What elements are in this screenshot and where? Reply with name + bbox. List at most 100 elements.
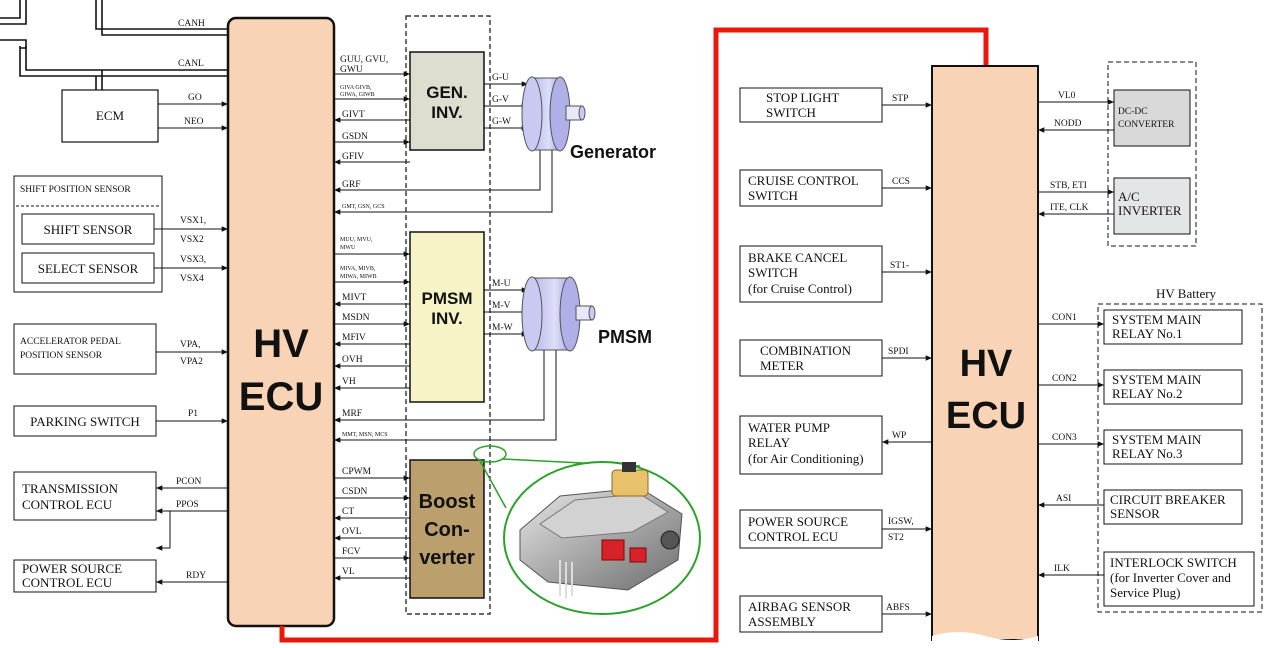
ac-line2: INVERTER xyxy=(1118,203,1182,218)
psecu-left-line2: CONTROL ECU xyxy=(22,575,113,590)
ac-line1: A/C xyxy=(1118,189,1140,204)
st2-label: ST2 xyxy=(888,533,904,543)
right-diagram: HV ECU STOP LIGHT SWITCH STP CRUISE CONT… xyxy=(739,61,1263,644)
m-u-label: M-U xyxy=(492,279,511,289)
g-w-label: G-W xyxy=(492,117,511,127)
vl-label: VL xyxy=(342,567,355,577)
shift-sensor-box xyxy=(21,213,155,245)
dcdc-line1: DC-DC xyxy=(1118,107,1148,117)
combination-meter-box xyxy=(739,339,883,377)
igsw-label: IGSW, xyxy=(888,517,914,527)
smr3-line1: SYSTEM MAIN xyxy=(1112,432,1202,447)
rdy-label: RDY xyxy=(186,571,206,581)
transmission-line1: TRANSMISSION xyxy=(22,481,119,496)
csdn-label: CSDN xyxy=(342,487,367,497)
mmt-label: MMT, MSN, MCS xyxy=(342,432,388,438)
interlock-switch-box xyxy=(1103,551,1255,607)
guu-line1: GUU, GVU, xyxy=(340,55,388,65)
select-sensor-label: SELECT SENSOR xyxy=(38,261,139,276)
vpa2-label: VPA2 xyxy=(180,357,203,367)
ecm-box xyxy=(61,89,159,143)
pmsm-motor xyxy=(484,276,596,352)
msdn-label: MSDN xyxy=(342,313,370,323)
ac-inverter-box xyxy=(1113,177,1191,235)
m-v-label: M-V xyxy=(492,301,511,311)
stp-label: STP xyxy=(892,94,908,104)
canh-label: CANH xyxy=(178,19,205,29)
nodd-label: NODD xyxy=(1054,119,1082,129)
ppos-label: PPOS xyxy=(176,500,199,510)
asi-label: ASI xyxy=(1056,494,1071,504)
smr3-line2: RELAY No.3 xyxy=(1112,446,1183,461)
abfs-label: ABFS xyxy=(886,603,910,613)
ilk-label: ILK xyxy=(1054,564,1070,574)
ccs-label: CCS xyxy=(892,177,910,187)
interlock-line1: INTERLOCK SWITCH xyxy=(1110,555,1237,570)
smr1-box xyxy=(1103,309,1243,345)
pmsm-label: PMSM xyxy=(598,327,652,347)
gen-inv-line1: GEN. xyxy=(426,83,468,102)
wp-label: WP xyxy=(892,431,906,441)
accelerator-line1: ACCELERATOR PEDAL xyxy=(20,337,121,347)
transmission-ecu-box xyxy=(13,471,157,521)
p1-label: P1 xyxy=(188,409,198,419)
select-sensor-box xyxy=(21,252,155,284)
con1-label: CON1 xyxy=(1052,313,1077,323)
can-bus xyxy=(0,0,230,90)
mfiv-label: MFIV xyxy=(342,333,366,343)
circuit-breaker-box xyxy=(1103,489,1243,525)
accelerator-line2: POSITION SENSOR xyxy=(20,351,103,361)
smr2-line1: SYSTEM MAIN xyxy=(1112,372,1202,387)
spdi-label: SPDI xyxy=(888,347,909,357)
gsdn-label: GSDN xyxy=(342,132,368,142)
converter-group-outline xyxy=(1107,61,1197,247)
g-u-label: G-U xyxy=(492,73,509,83)
cruise-line1: CRUISE CONTROL xyxy=(748,173,859,188)
pump-line1: WATER PUMP xyxy=(748,420,830,435)
dcdc-line2: CONVERTER xyxy=(1118,120,1175,130)
combo-line1: COMBINATION xyxy=(760,343,852,358)
mrf-label: MRF xyxy=(342,409,362,419)
pcon-label: PCON xyxy=(176,477,201,487)
vsx3-label: VSX3, xyxy=(180,255,206,265)
combo-line2: METER xyxy=(760,358,804,373)
generator-label: Generator xyxy=(570,142,656,162)
hv-ecu-right-line2: ECU xyxy=(946,395,1026,437)
mivt-label: MIVT xyxy=(342,293,366,303)
shift-position-title: SHIFT POSITION SENSOR xyxy=(20,185,131,195)
parking-switch-label: PARKING SWITCH xyxy=(30,414,140,429)
go-label: GO xyxy=(188,93,202,103)
stop-line1: STOP LIGHT xyxy=(766,90,839,105)
pmsm-inv-line1: PMSM xyxy=(422,289,473,308)
breaker-line1: CIRCUIT BREAKER xyxy=(1110,492,1226,507)
cruise-line2: SWITCH xyxy=(748,188,798,203)
smr1-line1: SYSTEM MAIN xyxy=(1112,312,1202,327)
neo-label: NEO xyxy=(184,117,204,127)
hv-battery-title: HV Battery xyxy=(1156,286,1217,301)
shift-sensor-label: SHIFT SENSOR xyxy=(44,222,133,237)
brake-line2: SWITCH xyxy=(748,265,798,280)
hv-ecu-left-line1: HV xyxy=(253,322,309,366)
psecu-right-line2: CONTROL ECU xyxy=(748,529,839,544)
smr2-line2: RELAY No.2 xyxy=(1112,386,1183,401)
brake-line1: BRAKE CANCEL xyxy=(748,250,847,265)
power-source-ecu-left-box xyxy=(13,559,157,593)
guu-line2: GWU xyxy=(340,65,363,75)
vpa-label: VPA, xyxy=(180,340,201,350)
vsx4-label: VSX4 xyxy=(180,274,204,284)
vh-label: VH xyxy=(342,377,356,387)
gen-inv-line2: INV. xyxy=(431,103,463,122)
giva-line1: GIVA GIVB, xyxy=(340,85,372,91)
miva-line2: MIWA, MIWB xyxy=(340,274,377,280)
fcv-label: FCV xyxy=(342,547,361,557)
boost-line2: Con- xyxy=(424,519,470,541)
smr3-box xyxy=(1103,429,1243,465)
brake-line3: (for Cruise Control) xyxy=(748,281,852,296)
giva-line2: GIWA, GIWB xyxy=(340,92,375,98)
givt-label: GIVT xyxy=(342,110,365,120)
airbag-line2: ASSEMBLY xyxy=(748,614,817,629)
ecm-label: ECM xyxy=(96,108,125,123)
m-w-label: M-W xyxy=(492,323,513,333)
pump-line3: (for Air Conditioning) xyxy=(748,451,864,466)
airbag-sensor-box xyxy=(739,595,883,633)
